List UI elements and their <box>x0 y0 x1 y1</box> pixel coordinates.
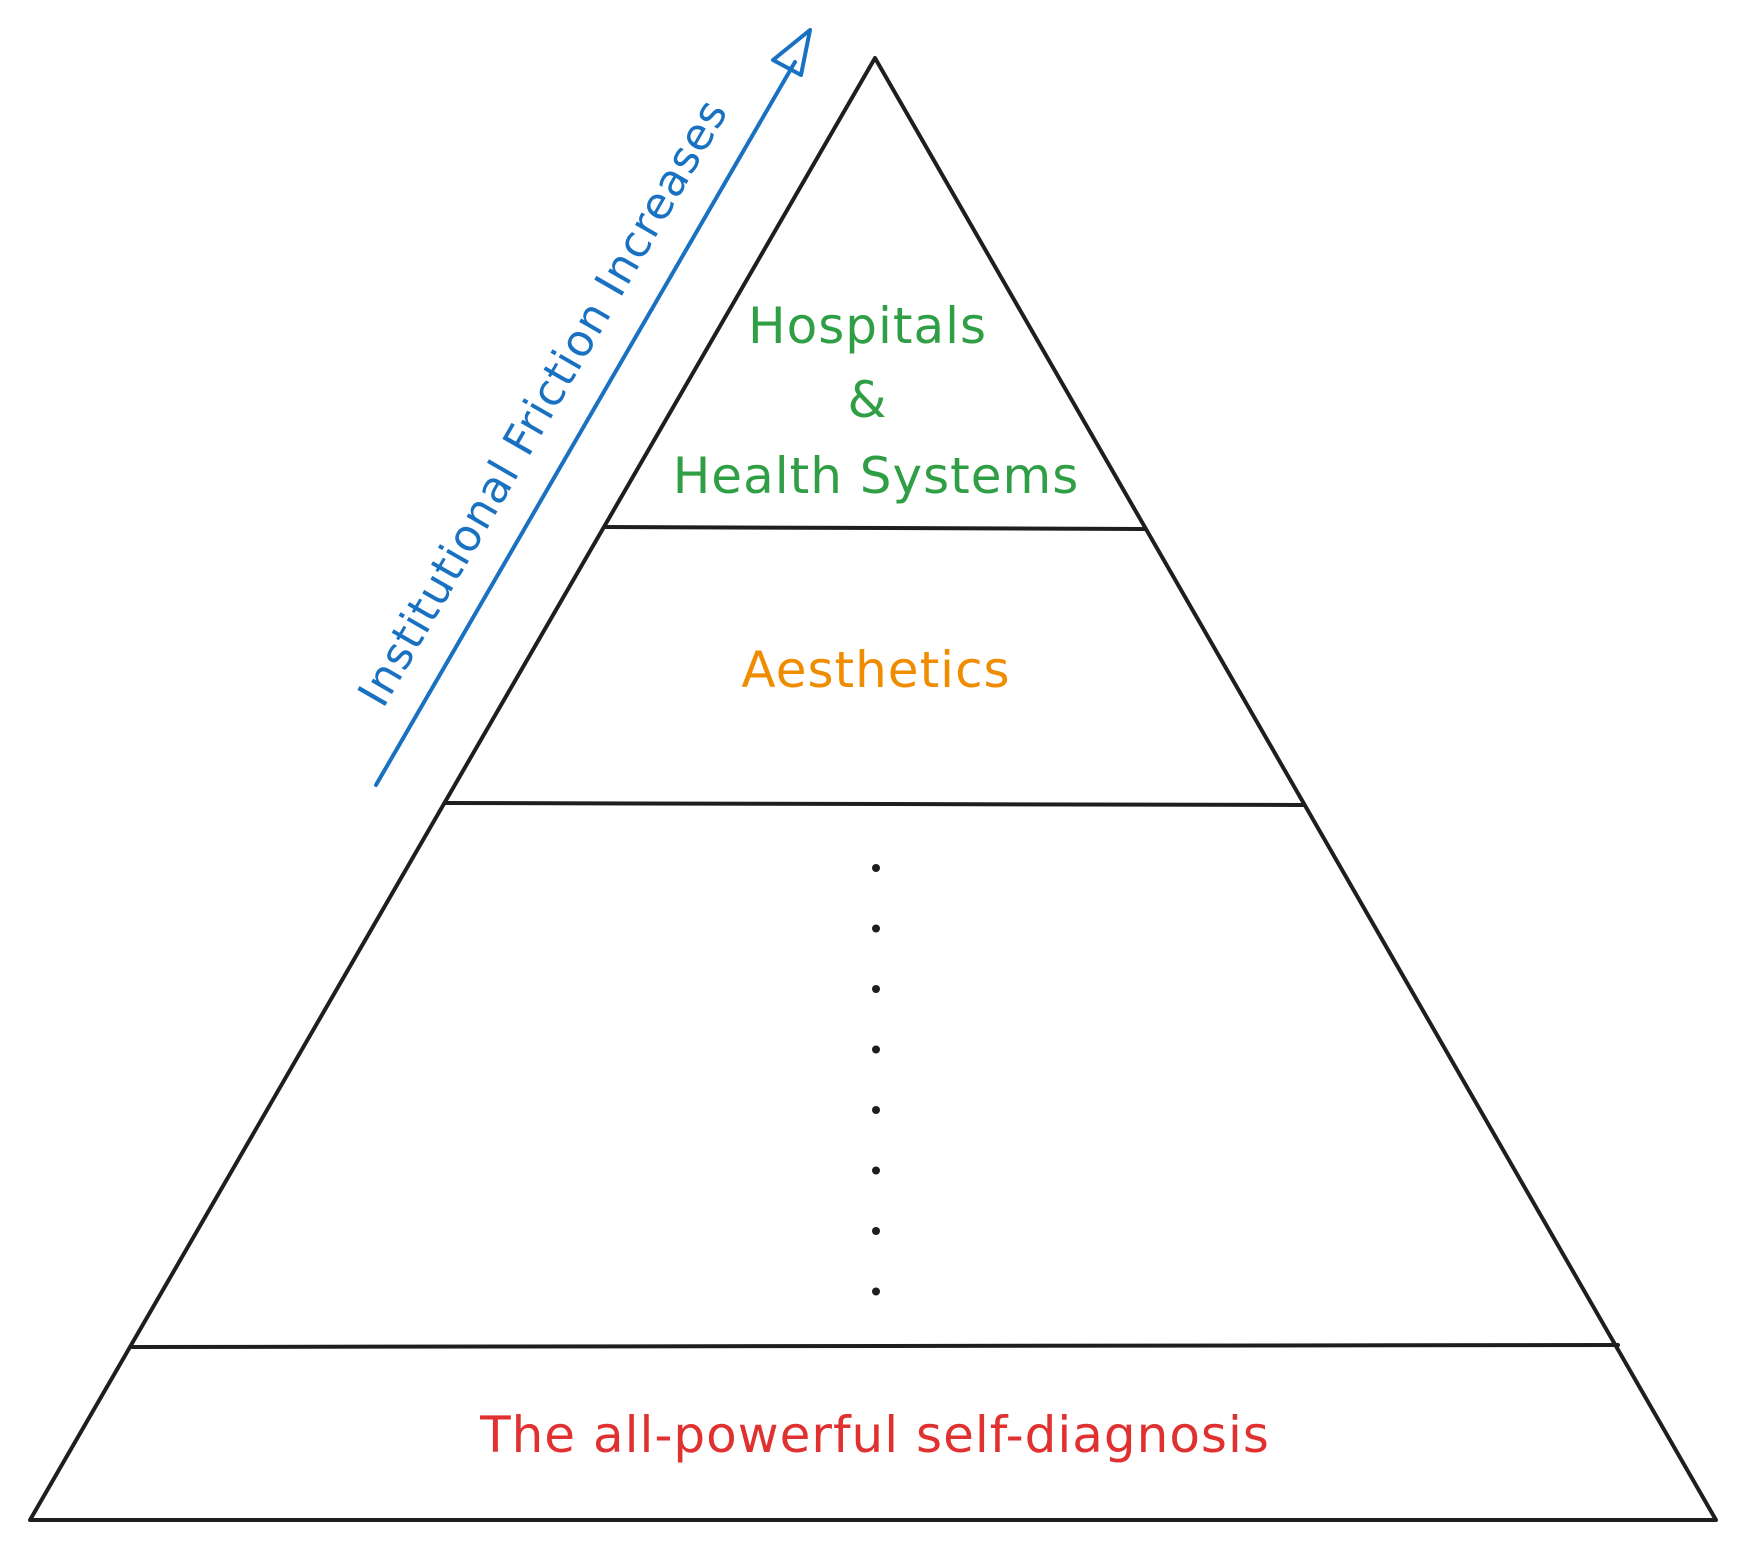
tier-divider-bottom <box>130 1343 1620 1349</box>
tier-top-label: Hospitals & Health Systems <box>673 297 1080 505</box>
ellipsis-dot <box>872 1045 880 1054</box>
pyramid-outline <box>28 56 1718 1522</box>
tier-top-line-1: Hospitals <box>748 297 987 355</box>
ellipsis-dot <box>872 924 880 933</box>
tier-second-label: Aesthetics <box>741 641 1010 699</box>
ellipsis-dot <box>872 864 880 872</box>
tier-middle-ellipsis <box>872 864 880 1296</box>
tier-top-line-2: & <box>848 371 888 429</box>
ellipsis-dot <box>872 1106 880 1114</box>
tier-divider-second <box>444 801 1305 807</box>
friction-arrow-shaft <box>374 60 797 787</box>
tier-divider-top <box>603 525 1147 531</box>
ellipsis-dot <box>872 1227 880 1235</box>
tier-top-line-3: Health Systems <box>673 447 1080 505</box>
friction-arrow-head <box>771 28 812 77</box>
ellipsis-dot <box>872 1166 880 1175</box>
ellipsis-dot <box>872 1287 880 1296</box>
tier-bottom-label: The all-powerful self-diagnosis <box>479 1406 1270 1464</box>
friction-arrow-label: Institutional Friction Increases <box>348 90 738 715</box>
ellipsis-dot <box>872 985 880 993</box>
